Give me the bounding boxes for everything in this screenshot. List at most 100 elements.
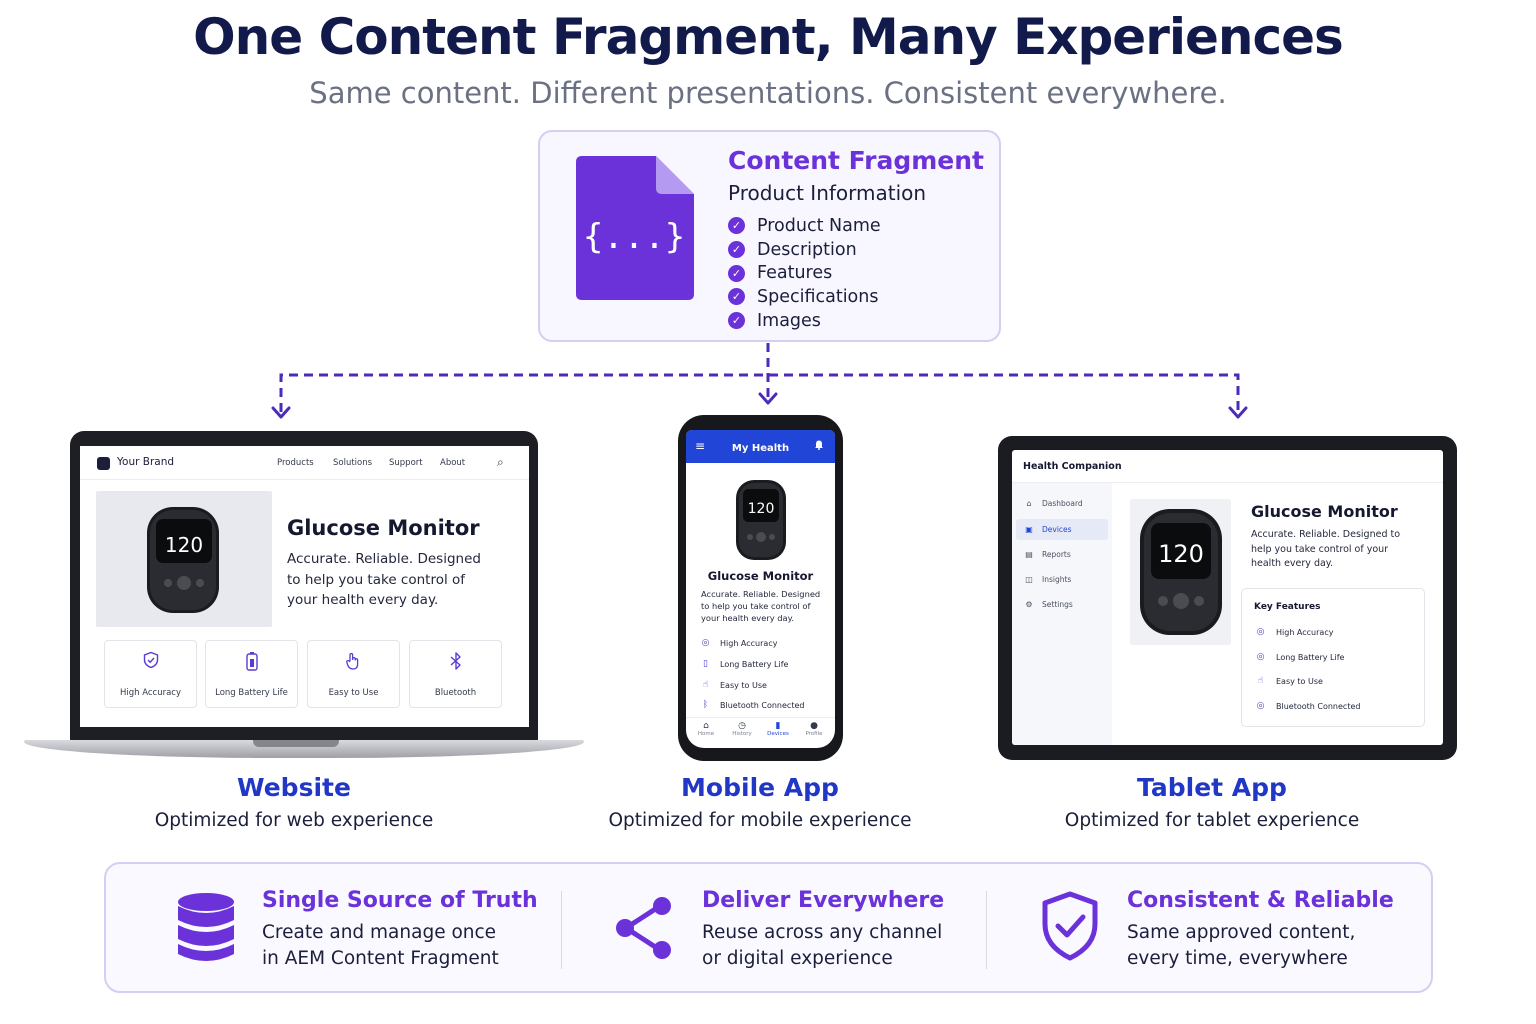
bell-icon[interactable] bbox=[814, 439, 824, 453]
connector-branch bbox=[279, 373, 1240, 412]
check-circle-icon: ✓ bbox=[728, 312, 745, 330]
gear-icon: ⚙ bbox=[1025, 600, 1033, 609]
benefit-line: or digital experience bbox=[702, 948, 893, 969]
feature-item: ◎Bluetooth Connected bbox=[1255, 699, 1361, 713]
nav-link-solutions[interactable]: Solutions bbox=[333, 458, 373, 468]
tab-devices[interactable]: ▮Devices bbox=[760, 721, 796, 737]
check-circle-icon: ◎ bbox=[1256, 701, 1265, 711]
document-icon: {...} bbox=[576, 156, 694, 300]
product-title: Glucose Monitor bbox=[707, 569, 814, 583]
tablet-app-title: Health Companion bbox=[1023, 461, 1122, 472]
menu-icon[interactable]: ≡ bbox=[695, 439, 706, 453]
fragment-field-label: Features bbox=[757, 263, 833, 284]
sidebar-item-insights[interactable]: ◫ Insights bbox=[1016, 569, 1108, 590]
feature-label: High Accuracy bbox=[720, 638, 778, 648]
insights-icon: ◫ bbox=[1025, 575, 1033, 584]
sidebar-item-label: Settings bbox=[1042, 600, 1073, 609]
tab-history[interactable]: ◷History bbox=[724, 721, 760, 737]
divider bbox=[986, 891, 987, 969]
feature-label: Easy to Use bbox=[720, 680, 767, 690]
dashboard-icon: ⌂ bbox=[1026, 499, 1032, 508]
feature-label: Bluetooth Connected bbox=[720, 700, 805, 710]
fragment-subtitle: Product Information bbox=[728, 181, 927, 205]
tab-label: Profile bbox=[805, 731, 823, 737]
benefit-title: Deliver Everywhere bbox=[702, 888, 945, 913]
meter-reading: 120 bbox=[748, 501, 775, 517]
check-circle-icon: ✓ bbox=[728, 217, 745, 235]
connector-arrows bbox=[271, 343, 1248, 419]
check-circle-icon: ◎ bbox=[1256, 652, 1265, 662]
feature-label: Long Battery Life bbox=[1276, 652, 1345, 662]
user-icon: ● bbox=[810, 721, 818, 731]
database-icon bbox=[178, 893, 234, 961]
product-description: Accurate. Reliable. Designed to help you… bbox=[701, 589, 821, 623]
sidebar-item-reports[interactable]: ▤Reports bbox=[1016, 544, 1108, 565]
tab-home[interactable]: ⌂Home bbox=[688, 721, 724, 737]
glucose-meter-image: 120 bbox=[736, 480, 786, 560]
shield-check-icon bbox=[105, 651, 196, 673]
sidebar-item-settings[interactable]: ⚙ Settings bbox=[1016, 594, 1108, 615]
nav-link-about[interactable]: About bbox=[440, 458, 466, 468]
fragment-field: ✓Product Name bbox=[728, 214, 881, 238]
fragment-field: ✓ Features bbox=[728, 261, 881, 285]
feature-item: ▯Long Battery Life bbox=[700, 657, 788, 671]
sidebar-item-devices[interactable]: ▣Devices bbox=[1016, 519, 1108, 540]
tab-label: Home bbox=[697, 731, 715, 737]
product-image: 120 bbox=[1130, 499, 1231, 645]
fragment-field-label: Images bbox=[757, 310, 821, 331]
laptop-base bbox=[24, 740, 584, 758]
check-circle-icon: ✓ bbox=[728, 264, 745, 282]
page-subtitle: Same content. Different presentations. C… bbox=[309, 76, 1227, 110]
channel-title-tablet: Tablet App bbox=[1137, 773, 1287, 802]
product-image: 120 bbox=[96, 491, 272, 627]
share-icon bbox=[616, 897, 671, 959]
arrow-head-left bbox=[271, 406, 291, 419]
mobile-screen: ≡ My Health 120 Glucose Monitor Accurate… bbox=[686, 430, 835, 748]
device-icon: ▮ bbox=[775, 721, 781, 731]
arrow-head-center bbox=[758, 392, 778, 405]
sidebar-item-label: Insights bbox=[1042, 575, 1072, 584]
mobile-tab-bar: ⌂Home ◷History ▮Devices ●Profile bbox=[686, 717, 835, 748]
tablet-screen: Health Companion ⌂Dashboard ▣Devices ▤Re… bbox=[1012, 450, 1443, 745]
clock-icon: ◷ bbox=[738, 721, 746, 731]
device-icon: ▣ bbox=[1025, 525, 1033, 534]
feature-label: High Accuracy bbox=[1276, 627, 1334, 637]
fragment-field-list: ✓Product Name ✓Description ✓Features ✓Sp… bbox=[728, 214, 881, 332]
home-icon: ⌂ bbox=[703, 721, 709, 731]
shield-check-icon: ◎ bbox=[701, 638, 710, 648]
page-title: One Content Fragment, Many Experiences bbox=[193, 8, 1344, 66]
shield-check-icon: ◎ bbox=[1256, 627, 1265, 637]
website-screen: Your Brand Products Solutions Support Ab… bbox=[80, 446, 529, 727]
tablet-header: Health Companion bbox=[1012, 450, 1443, 483]
battery-icon: ▯ bbox=[703, 659, 708, 669]
document-icon-symbol: {...} bbox=[583, 217, 685, 257]
tab-profile[interactable]: ●Profile bbox=[796, 721, 832, 737]
hand-icon: ☝ bbox=[1257, 676, 1264, 686]
arrow-head-right bbox=[1228, 406, 1248, 419]
nav-link-products[interactable]: Products bbox=[277, 458, 314, 468]
feature-label: Long Battery Life bbox=[215, 688, 288, 698]
channel-desc-tablet: Optimized for tablet experience bbox=[1064, 810, 1360, 831]
feature-item: ◎ High Accuracy bbox=[1255, 625, 1334, 639]
benefit-title: Consistent & Reliable bbox=[1127, 888, 1394, 913]
channel-title-mobile: Mobile App bbox=[681, 773, 839, 802]
product-title: Glucose Monitor bbox=[1251, 502, 1398, 521]
tab-label: Devices bbox=[767, 731, 789, 737]
feature-label: High Accuracy bbox=[119, 688, 182, 698]
tablet-sidebar: ⌂Dashboard ▣Devices ▤Reports ◫ Insights ⚙… bbox=[1012, 483, 1112, 745]
benefit-line: every time, everywhere bbox=[1127, 948, 1348, 969]
feature-item: ◎ Long Battery Life bbox=[1255, 650, 1345, 664]
nav-link-support[interactable]: Support bbox=[389, 458, 423, 468]
fragment-field: ✓Description bbox=[728, 238, 881, 262]
feature-card: Bluetooth bbox=[409, 640, 502, 708]
feature-label: Easy to Use bbox=[328, 688, 379, 698]
fragment-title: Content Fragment bbox=[728, 146, 985, 175]
benefit-title: Single Source of Truth bbox=[262, 888, 538, 913]
feature-label: Easy to Use bbox=[1276, 676, 1323, 686]
sidebar-item-dashboard[interactable]: ⌂Dashboard bbox=[1016, 493, 1108, 514]
key-features-title: Key Features bbox=[1254, 602, 1321, 612]
search-icon[interactable]: ⌕ bbox=[497, 455, 504, 469]
product-description: Accurate. Reliable. Designed to help you… bbox=[1251, 529, 1401, 569]
brand-name[interactable]: Your Brand bbox=[117, 456, 175, 468]
bluetooth-icon bbox=[410, 651, 501, 675]
